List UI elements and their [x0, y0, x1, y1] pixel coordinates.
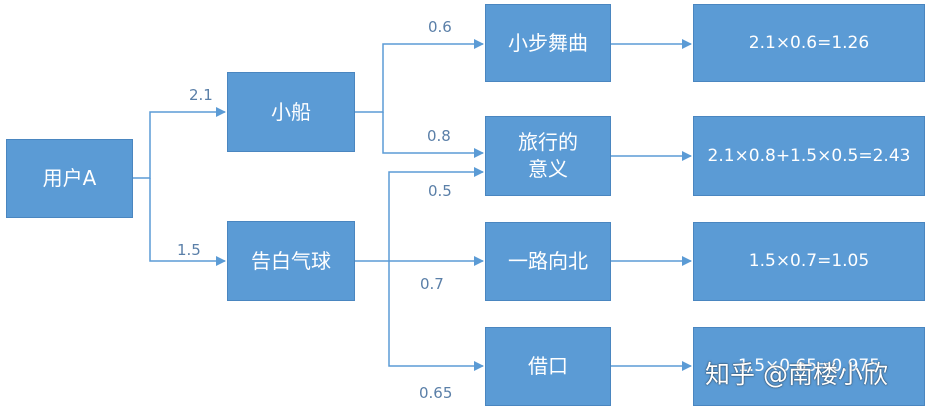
- node-song4: 借口: [485, 327, 611, 406]
- result-song4-text: 1.5×0.65=0.975: [737, 356, 881, 377]
- node-balloon-label: 告白气球: [251, 248, 331, 273]
- result-song3-text: 1.5×0.7=1.05: [748, 251, 870, 272]
- weight-balloon-song3: 0.7: [420, 275, 444, 293]
- node-boat-label: 小船: [271, 99, 311, 124]
- node-song2-label-line2: 意义: [528, 157, 568, 181]
- node-boat: 小船: [227, 72, 355, 152]
- node-song3: 一路向北: [485, 222, 611, 301]
- result-song1: 2.1×0.6=1.26: [693, 4, 925, 82]
- node-user-a: 用户A: [6, 139, 133, 218]
- edge-boat-song1: [355, 39, 484, 113]
- node-song4-label: 借口: [528, 354, 568, 378]
- node-user-a-label: 用户A: [42, 166, 97, 190]
- edge-user-balloon: [149, 178, 226, 266]
- result-song2-text: 2.1×0.8+1.5×0.5=2.43: [707, 145, 911, 166]
- node-song1: 小步舞曲: [485, 4, 611, 82]
- edge-balloon-song2: [355, 167, 484, 262]
- node-song1-label: 小步舞曲: [508, 30, 588, 55]
- edge-user-boat: [133, 107, 226, 179]
- weight-user-balloon: 1.5: [177, 241, 201, 259]
- edge-boat-song2: [382, 112, 484, 158]
- edge-balloon-song4: [388, 261, 484, 371]
- watermark: 知乎 @南楼小欣: [705, 360, 888, 389]
- weight-balloon-song2: 0.5: [428, 182, 452, 200]
- weight-boat-song1: 0.6: [428, 18, 452, 36]
- weight-boat-song2: 0.8: [427, 127, 451, 145]
- result-song2: 2.1×0.8+1.5×0.5=2.43: [693, 116, 925, 196]
- weight-user-boat: 2.1: [189, 86, 213, 104]
- result-song1-text: 2.1×0.6=1.26: [748, 32, 870, 53]
- node-balloon: 告白气球: [227, 221, 355, 301]
- node-song2: 旅行的 意义: [485, 116, 611, 196]
- result-song3: 1.5×0.7=1.05: [693, 222, 925, 301]
- node-song3-label: 一路向北: [508, 249, 588, 273]
- result-song4: 1.5×0.65=0.975: [693, 327, 925, 406]
- node-song2-label-line1: 旅行的: [518, 130, 578, 154]
- weight-balloon-song4: 0.65: [419, 384, 453, 402]
